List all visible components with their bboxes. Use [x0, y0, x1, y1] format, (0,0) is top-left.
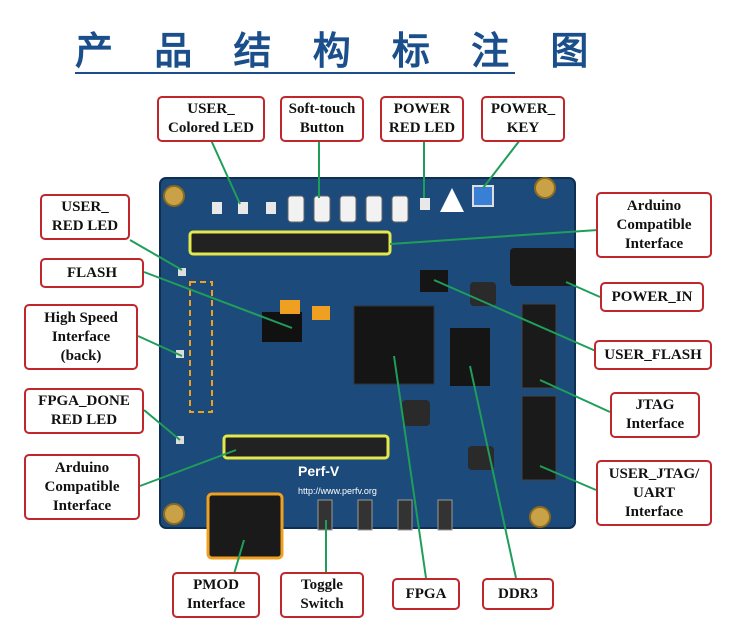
board-brand: Perf-V [298, 463, 340, 479]
flash-chip [262, 312, 302, 342]
label-high-speed-interface: High Speed Interface (back) [24, 304, 138, 370]
label-power-red-led: POWER RED LED [380, 96, 464, 142]
jtag-connector [522, 304, 556, 388]
mounting-hole-icon [164, 504, 184, 524]
toggle-switch-icon [438, 500, 452, 530]
label-fpga: FPGA [392, 578, 460, 610]
label-power-in: POWER_IN [600, 282, 704, 312]
toggle-switch-icon [358, 500, 372, 530]
power-key-icon [473, 186, 493, 206]
label-pmod-interface: PMOD Interface [172, 572, 260, 618]
led-icon [266, 202, 276, 214]
label-user-colored-led: USER_ Colored LED [157, 96, 265, 142]
label-ddr3: DDR3 [482, 578, 554, 610]
toggle-switch-icon [398, 500, 412, 530]
pmod-connector [208, 494, 282, 558]
user-jtag-connector [522, 396, 556, 480]
label-arduino-top: Arduino Compatible Interface [596, 192, 712, 258]
label-soft-touch-button: Soft-touch Button [280, 96, 364, 142]
mounting-hole-icon [535, 178, 555, 198]
label-toggle-switch: Toggle Switch [280, 572, 364, 618]
label-flash: FLASH [40, 258, 144, 288]
ddr3-chip [450, 328, 490, 386]
arduino-top-header [190, 232, 390, 254]
label-power-key: POWER_ KEY [481, 96, 565, 142]
mounting-hole-icon [164, 186, 184, 206]
arduino-bottom-header [224, 436, 388, 458]
label-arduino-bottom: Arduino Compatible Interface [24, 454, 140, 520]
label-fpga-done-red-led: FPGA_DONE RED LED [24, 388, 144, 434]
label-user-red-led: USER_ RED LED [40, 194, 130, 240]
label-jtag-interface: JTAG Interface [610, 392, 700, 438]
inductor-icon [402, 400, 430, 426]
led-icon [212, 202, 222, 214]
mounting-hole-icon [530, 507, 550, 527]
power-jack-icon [510, 248, 576, 286]
label-user-jtag-uart: USER_JTAG/ UART Interface [596, 460, 712, 526]
label-user-flash: USER_FLASH [594, 340, 712, 370]
fpga-chip [354, 306, 434, 384]
board-url: http://www.perfv.org [298, 486, 377, 496]
power-led-icon [420, 198, 430, 210]
